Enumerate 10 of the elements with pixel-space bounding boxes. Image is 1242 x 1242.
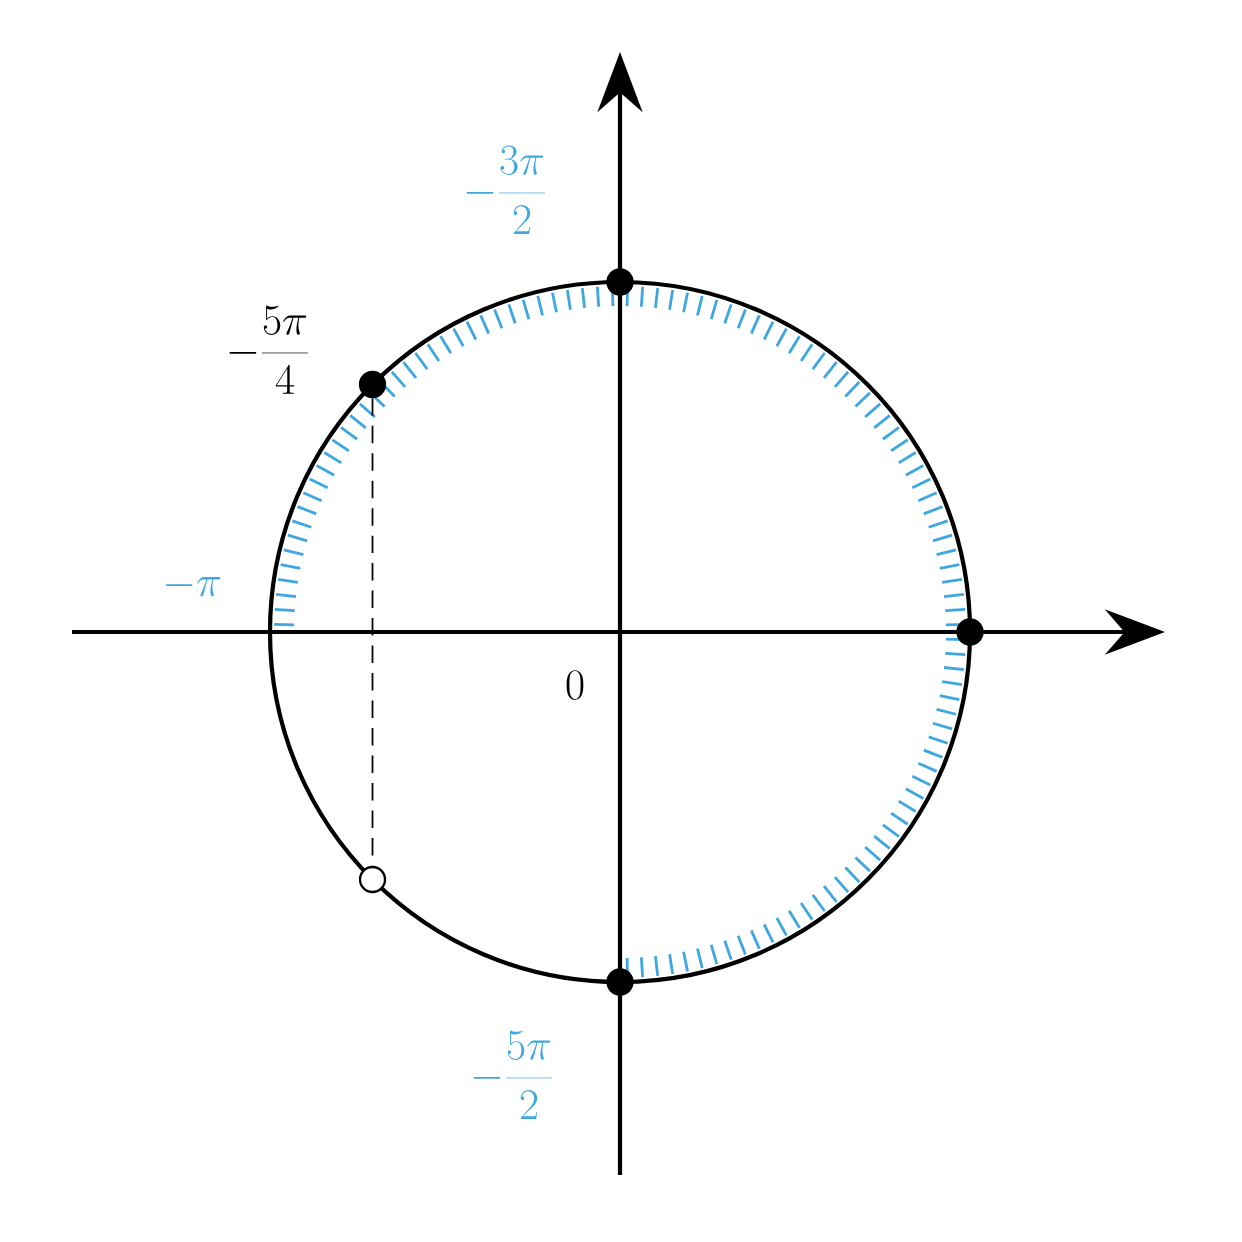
angle-label: $-\frac{5\pi}{2}$ xyxy=(473,1030,552,1119)
point xyxy=(606,968,634,996)
angle-label: $-\pi$ xyxy=(165,577,221,597)
angle-label: $0$ xyxy=(566,670,584,700)
point xyxy=(956,618,984,646)
point xyxy=(358,865,387,894)
point xyxy=(358,370,387,399)
angle-label: $-\frac{3\pi}{2}$ xyxy=(466,145,545,234)
angle-label: $-\frac{5\pi}{4}$ xyxy=(229,305,308,394)
point xyxy=(606,268,634,296)
